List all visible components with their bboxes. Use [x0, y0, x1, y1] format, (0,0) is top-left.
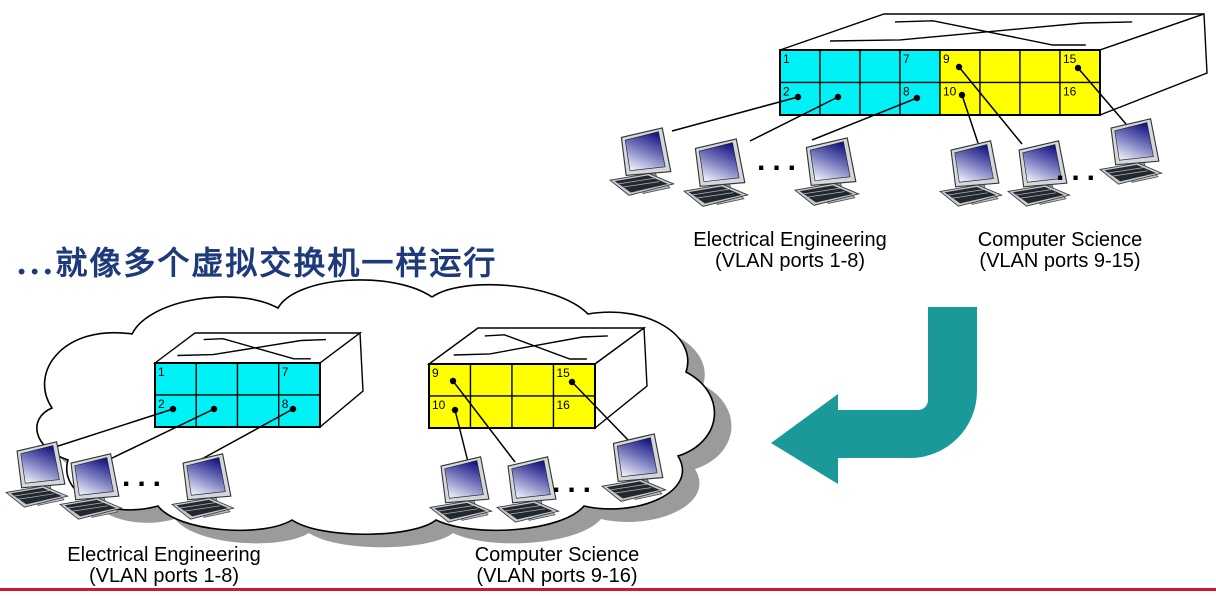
slide-heading: ...就像多个虚拟交换机一样运行: [16, 244, 498, 282]
group-name: Electrical Engineering: [67, 544, 261, 566]
label-computer-science-bottom: Computer Science (VLAN ports 9-16): [437, 545, 677, 587]
port-link-line: [811, 97, 918, 141]
port-link-line: [199, 408, 294, 461]
port-label: 10: [943, 85, 957, 99]
group-detail: (VLAN ports 1-8): [714, 250, 866, 272]
ellipsis-ee-bottom: ...: [122, 460, 169, 493]
port-label: 16: [557, 398, 571, 412]
port-label: 1: [158, 365, 165, 379]
port-label: 7: [903, 52, 910, 66]
port-label: 7: [282, 365, 289, 379]
label-electrical-engineering-bottom: Electrical Engineering (VLAN ports 1-8): [44, 545, 284, 587]
port-label: 10: [432, 398, 446, 412]
computer: [5, 441, 69, 508]
port-link-line: [958, 66, 1023, 145]
group-detail: (VLAN ports 1-8): [88, 565, 240, 587]
port-link-line: [107, 408, 215, 461]
computer: [1099, 118, 1163, 185]
port-link-line: [671, 96, 799, 132]
port-link-line: [454, 409, 469, 463]
ellipsis-cs-bottom: ...: [552, 466, 599, 499]
port-link-line: [571, 381, 631, 443]
port-link-line: [452, 380, 516, 463]
port-label: 8: [282, 397, 289, 411]
combined-switch: 1 7 9 15 2 8 10 16: [779, 13, 1208, 117]
group-name: Electrical Engineering: [693, 229, 887, 251]
port-label: 8: [903, 85, 910, 99]
port-link-line: [1077, 67, 1127, 125]
port-label: 9: [432, 366, 439, 380]
port-link-line: [749, 96, 839, 142]
computer: [683, 138, 749, 207]
group-name: Computer Science: [977, 229, 1143, 251]
elbow-arrow: [771, 307, 977, 484]
port-label: 16: [1063, 85, 1077, 99]
group-detail: (VLAN ports 9-15): [979, 250, 1141, 272]
port-label: 1: [783, 52, 790, 66]
port-label: 15: [1063, 52, 1077, 66]
port-link-line: [51, 408, 174, 449]
ellipsis-cs-top: ...: [1056, 154, 1103, 187]
top-links: [671, 66, 1127, 145]
group-detail: (VLAN ports 9-16): [476, 565, 638, 587]
port-label: 9: [943, 52, 950, 66]
port-label: 2: [783, 85, 790, 99]
computer: [609, 127, 675, 196]
group-name: Computer Science: [474, 544, 640, 566]
port-label: 15: [557, 366, 571, 380]
label-computer-science-top: Computer Science (VLAN ports 9-15): [940, 230, 1180, 272]
ellipsis-ee-top: ...: [757, 144, 804, 177]
cs-virtual-switch: 9 15 10 16: [426, 326, 648, 430]
bottom-divider-line: [0, 588, 1216, 591]
port-label: 2: [158, 397, 165, 411]
bottom-links: [51, 380, 631, 463]
computer: [794, 137, 860, 206]
label-electrical-engineering-top: Electrical Engineering (VLAN ports 1-8): [670, 230, 910, 272]
computer: [939, 140, 1003, 207]
port-link-line: [961, 94, 979, 144]
